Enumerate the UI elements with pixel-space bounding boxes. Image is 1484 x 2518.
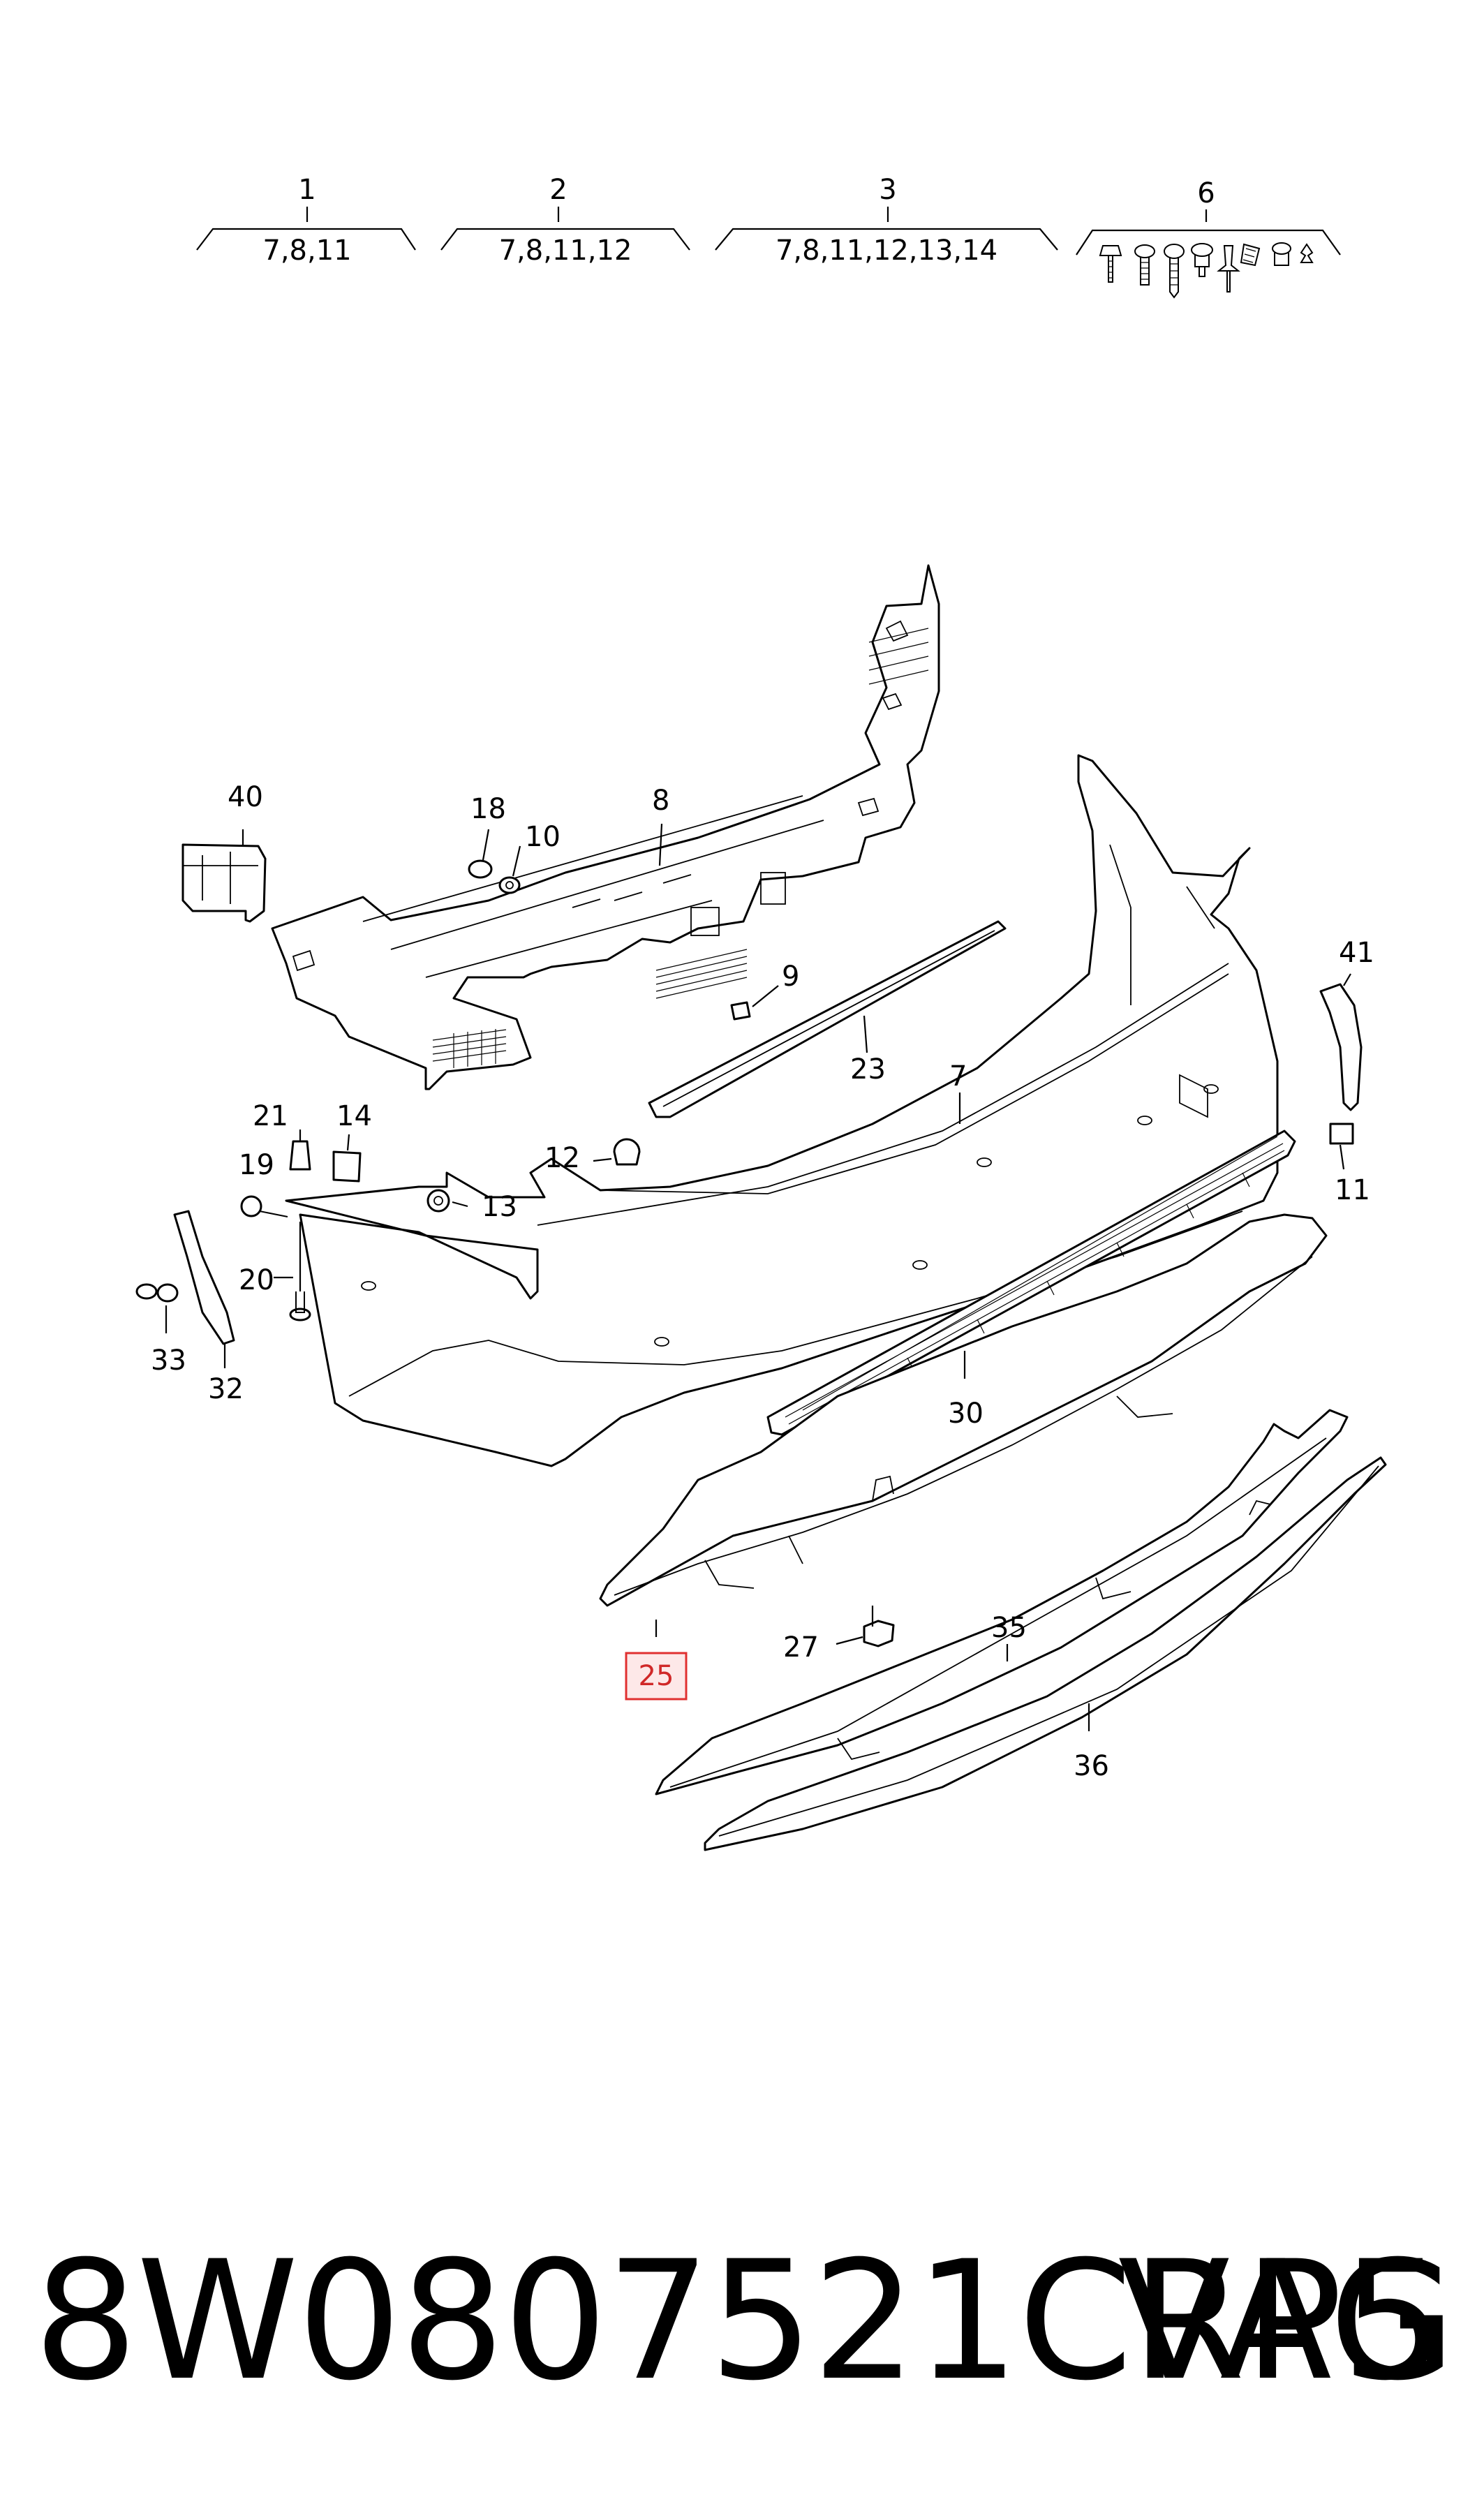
- pin-21-icon: [289, 1140, 311, 1171]
- screw-icon: [1134, 244, 1155, 286]
- lower-trim-part: [655, 1409, 1349, 1795]
- callout-9: 9: [782, 961, 799, 993]
- bumper-carrier-part: [271, 564, 940, 1090]
- nut-9-icon: [730, 1001, 751, 1021]
- callout-41: 41: [1339, 937, 1374, 969]
- nut-27-icon: [863, 1620, 895, 1647]
- callout-11: 11: [1335, 1174, 1370, 1206]
- fastener-icons: [135, 859, 1354, 1647]
- trim-strip-part: [648, 920, 1007, 1118]
- callout-8: 8: [652, 785, 669, 817]
- callout-23: 23: [850, 1053, 886, 1086]
- kit-contents: 7,8,11: [262, 235, 351, 267]
- callout-27: 27: [783, 1631, 819, 1664]
- side-guide-part: [173, 1210, 235, 1345]
- nut-11-icon: [1329, 1123, 1354, 1145]
- kit-number: 1: [298, 174, 316, 206]
- pin-icon: [1217, 245, 1240, 292]
- callout-labels: 40 18 10 8 9 23 7 41 11 12 13 14 21 19 2…: [151, 781, 1374, 1782]
- kit-number: 2: [549, 174, 567, 206]
- bolt-icon: [1191, 243, 1213, 277]
- callout-19: 19: [239, 1149, 274, 1181]
- screw-icon: [1099, 245, 1122, 283]
- callout-21: 21: [253, 1100, 288, 1132]
- screw-icon: [1164, 244, 1185, 299]
- callout-14: 14: [336, 1100, 372, 1132]
- side-trim-part: [1319, 983, 1363, 1111]
- clip-icon: [1300, 243, 1314, 263]
- callout-25: 25: [639, 1660, 674, 1692]
- rear-diffuser-part: [599, 1213, 1328, 1607]
- nut-icon: [1272, 242, 1291, 266]
- leader-lines: [165, 823, 1351, 1731]
- callout-40: 40: [228, 781, 263, 813]
- part-number: 8W0807521CRP5: [34, 2226, 1446, 2417]
- brand-name: VAG: [1118, 2226, 1456, 2417]
- nut-10-icon: [498, 876, 521, 894]
- clip-18-icon: [468, 859, 493, 879]
- callout-32: 32: [208, 1373, 244, 1405]
- callout-33: 33: [151, 1345, 186, 1377]
- callout-20: 20: [239, 1264, 274, 1296]
- kit-contents: 7,8,11,12,13,14: [776, 235, 997, 267]
- kit-3: 3 7,8,11,12,13,14: [715, 174, 1058, 267]
- kit-number: 3: [879, 174, 896, 206]
- kit-2: 2 7,8,11,12: [440, 174, 690, 267]
- callout-18: 18: [470, 793, 506, 825]
- kit-6: 6: [1076, 177, 1341, 299]
- kit-1: 1 7,8,11: [196, 174, 416, 267]
- kit-contents: 7,8,11,12: [499, 235, 632, 267]
- callout-36: 36: [1074, 1750, 1109, 1782]
- callout-35: 35: [991, 1612, 1027, 1644]
- callout-10: 10: [525, 821, 561, 853]
- callout-30: 30: [948, 1398, 984, 1430]
- clip-icon: [1240, 243, 1261, 267]
- grommet-13-icon: [426, 1189, 450, 1213]
- side-bracket-part: [181, 843, 267, 923]
- callout-25-highlight: 25: [625, 1652, 688, 1701]
- bolt-20-icon: [289, 1291, 311, 1321]
- clip-12-icon: [613, 1138, 641, 1166]
- kit-number: 6: [1197, 177, 1215, 209]
- screw-19-icon: [240, 1195, 288, 1217]
- clip-14-icon: [332, 1150, 362, 1183]
- screw-33-icon: [135, 1283, 179, 1303]
- callout-7: 7: [949, 1060, 967, 1093]
- lower-strip-part: [704, 1456, 1387, 1851]
- callout-12: 12: [544, 1142, 580, 1174]
- callout-13: 13: [482, 1191, 517, 1223]
